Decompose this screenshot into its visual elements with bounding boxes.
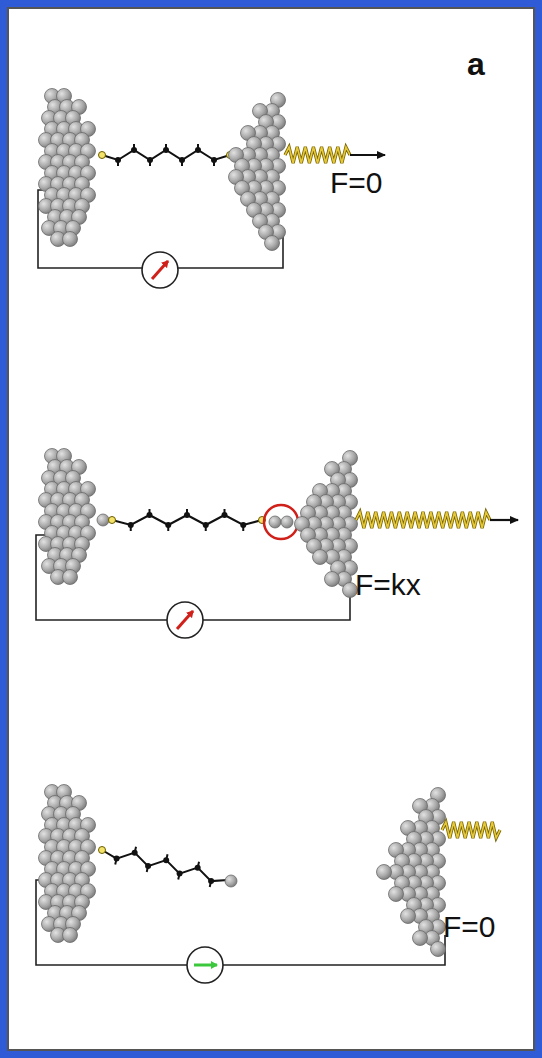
carbon-atom	[128, 522, 134, 528]
ammeter-symbol	[142, 252, 178, 288]
gold-atom	[325, 572, 340, 587]
spring-coil	[442, 822, 500, 838]
right-electrode	[377, 788, 446, 957]
gold-atom	[265, 236, 280, 251]
spring-coil	[356, 512, 490, 528]
force-label: F=0	[443, 912, 496, 942]
spring-symbol	[442, 822, 500, 838]
force-arrow	[350, 154, 385, 156]
carbon-atom	[177, 871, 183, 877]
carbon-atom	[179, 157, 185, 163]
sulfur-atom	[99, 152, 106, 159]
circuit-wire	[223, 935, 445, 965]
gold-atom	[401, 909, 416, 924]
carbon-atom	[163, 857, 169, 863]
carbon-atom	[222, 512, 228, 518]
gold-atom	[225, 875, 237, 887]
spring-symbol	[285, 147, 385, 163]
highlight-circle	[264, 505, 298, 539]
left-electrode	[39, 785, 96, 943]
molecule-chain	[99, 847, 238, 888]
spring-symbol	[356, 512, 518, 528]
force-label: F=0	[330, 168, 383, 198]
carbon-atom	[240, 522, 246, 528]
gold-atom	[63, 928, 78, 943]
sulfur-atom	[99, 847, 106, 854]
molecule-chain	[109, 509, 266, 531]
pulled-atoms-right	[264, 505, 298, 539]
circuit-wire	[36, 535, 167, 620]
molecule-chain	[99, 144, 234, 166]
gold-atom	[281, 516, 293, 528]
sulfur-atom	[109, 517, 116, 524]
carbon-atom	[132, 850, 138, 856]
spring-coil	[285, 147, 350, 163]
spring-coil	[442, 822, 500, 838]
ammeter-symbol	[187, 947, 223, 983]
carbon-atom	[184, 512, 190, 518]
gold-atom	[413, 931, 428, 946]
molecule-backbone	[102, 850, 228, 881]
carbon-atom	[165, 522, 171, 528]
gold-atom	[431, 942, 446, 957]
carbon-atom	[115, 157, 121, 163]
circuit-wire	[178, 232, 283, 268]
right-electrode	[295, 451, 358, 598]
force-arrow	[490, 519, 518, 521]
gold-atom	[377, 865, 392, 880]
gold-atom	[63, 232, 78, 247]
carbon-atom	[131, 147, 137, 153]
ammeter-needle	[152, 261, 168, 279]
left-electrode	[39, 449, 96, 585]
ammeter-dial	[142, 252, 178, 288]
circuit-wire	[36, 880, 187, 965]
gold-atom	[269, 516, 281, 528]
circuit-wire	[36, 880, 187, 965]
spring-coil	[356, 512, 490, 528]
ammeter-dial	[167, 602, 203, 638]
ammeter-needle	[177, 611, 193, 629]
carbon-atom	[147, 512, 153, 518]
carbon-atom	[145, 863, 151, 869]
ammeter-needle	[194, 964, 217, 967]
spring-coil	[285, 147, 350, 163]
circuit-wire	[36, 535, 167, 620]
panel-letter: a	[467, 48, 485, 80]
gold-atom	[389, 887, 404, 902]
force-label: F=kx	[355, 570, 421, 600]
carbon-atom	[203, 522, 209, 528]
carbon-atom	[211, 157, 217, 163]
figure-panel	[8, 8, 534, 1050]
carbon-atom	[163, 147, 169, 153]
circuit-wire	[178, 232, 283, 268]
carbon-atom	[208, 878, 214, 884]
pulled-atom-left	[97, 514, 109, 526]
ammeter-symbol	[167, 602, 203, 638]
gold-atom	[63, 570, 78, 585]
carbon-atom	[195, 865, 201, 871]
carbon-atom	[114, 856, 120, 862]
right-electrode	[229, 93, 286, 251]
carbon-atom	[195, 147, 201, 153]
left-electrode	[39, 89, 96, 247]
gold-atom	[313, 550, 328, 565]
ammeter-dial	[187, 947, 223, 983]
circuit-wire	[223, 935, 445, 965]
gold-atom	[97, 514, 109, 526]
carbon-atom	[147, 157, 153, 163]
